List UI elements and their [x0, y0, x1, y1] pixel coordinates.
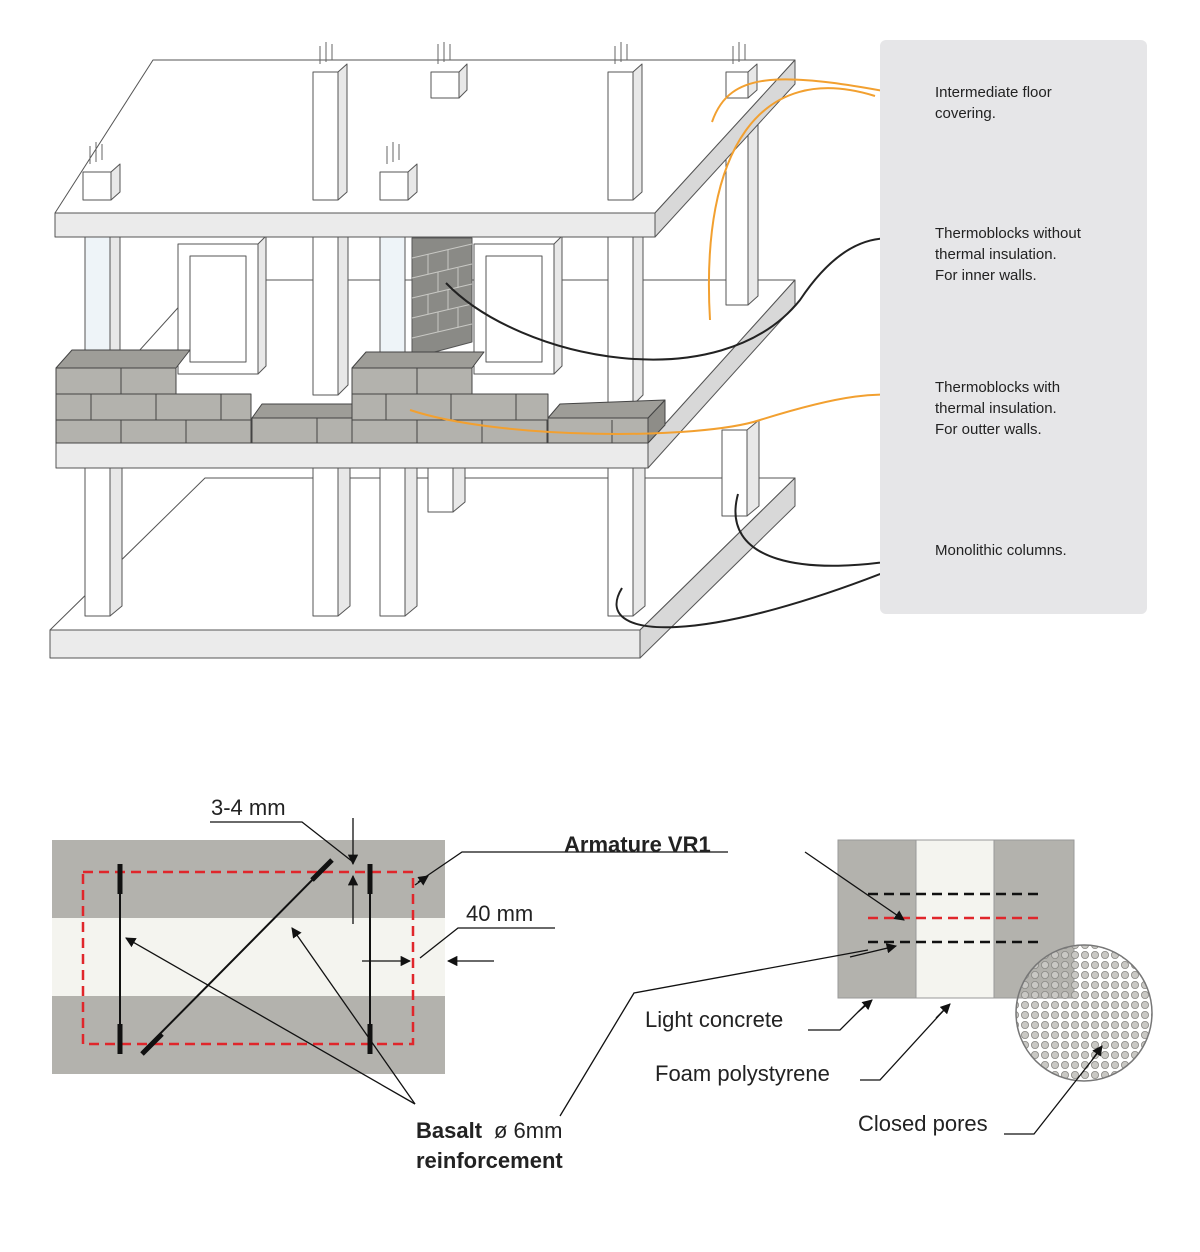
basalt-label: Basalt	[416, 1118, 483, 1143]
ground-slab-front	[49, 629, 641, 659]
legend-columns: Monolithic columns.	[935, 542, 1067, 559]
legend-floor-covering: Intermediate floor covering.	[935, 84, 1052, 122]
leader-columns-2	[615, 572, 880, 629]
rebar-stubs	[89, 42, 746, 164]
leader-columns-1	[734, 493, 880, 567]
top-slab-front	[54, 212, 656, 238]
closed-pores-label: Closed pores	[858, 1111, 988, 1136]
inner-thermoblock-wall	[411, 237, 473, 359]
cover-dimension-label: 40 mm	[466, 901, 534, 926]
top-slab-side	[654, 59, 796, 238]
legend-panel	[880, 40, 1147, 614]
leader-floor-covering-1	[711, 78, 880, 123]
diameter-label: ø 6mm	[494, 1118, 563, 1143]
light-concrete-label: Light concrete	[645, 1007, 784, 1032]
top-columns	[82, 63, 758, 201]
leader-inner-blocks	[445, 237, 880, 361]
section-right	[559, 839, 1153, 1135]
lower-columns	[84, 419, 760, 617]
rebar-cage	[81, 870, 415, 1046]
outer-thermoblock-wall	[55, 349, 666, 444]
ground-slab-side	[639, 477, 796, 659]
armature-label: Armature VR1	[564, 832, 711, 857]
middle-slab-front	[55, 442, 649, 469]
window-frames	[177, 235, 563, 375]
leader-floor-covering-2	[708, 87, 876, 321]
legend-outer-blocks: Thermoblocks with thermal insulation. Fo…	[935, 379, 1061, 438]
upper-columns	[84, 120, 759, 406]
foam-polystyrene-label: Foam polystyrene	[655, 1061, 830, 1086]
reinforcement-label: reinforcement	[416, 1148, 563, 1173]
leader-outer-blocks	[409, 393, 880, 435]
gap-dimension-label: 3-4 mm	[211, 795, 286, 820]
legend-inner-blocks: Thermoblocks without thermal insulation.…	[935, 225, 1081, 284]
section-left	[52, 818, 728, 1105]
closed-pores-magnifier	[1015, 944, 1153, 1082]
building-isometric	[49, 42, 880, 659]
